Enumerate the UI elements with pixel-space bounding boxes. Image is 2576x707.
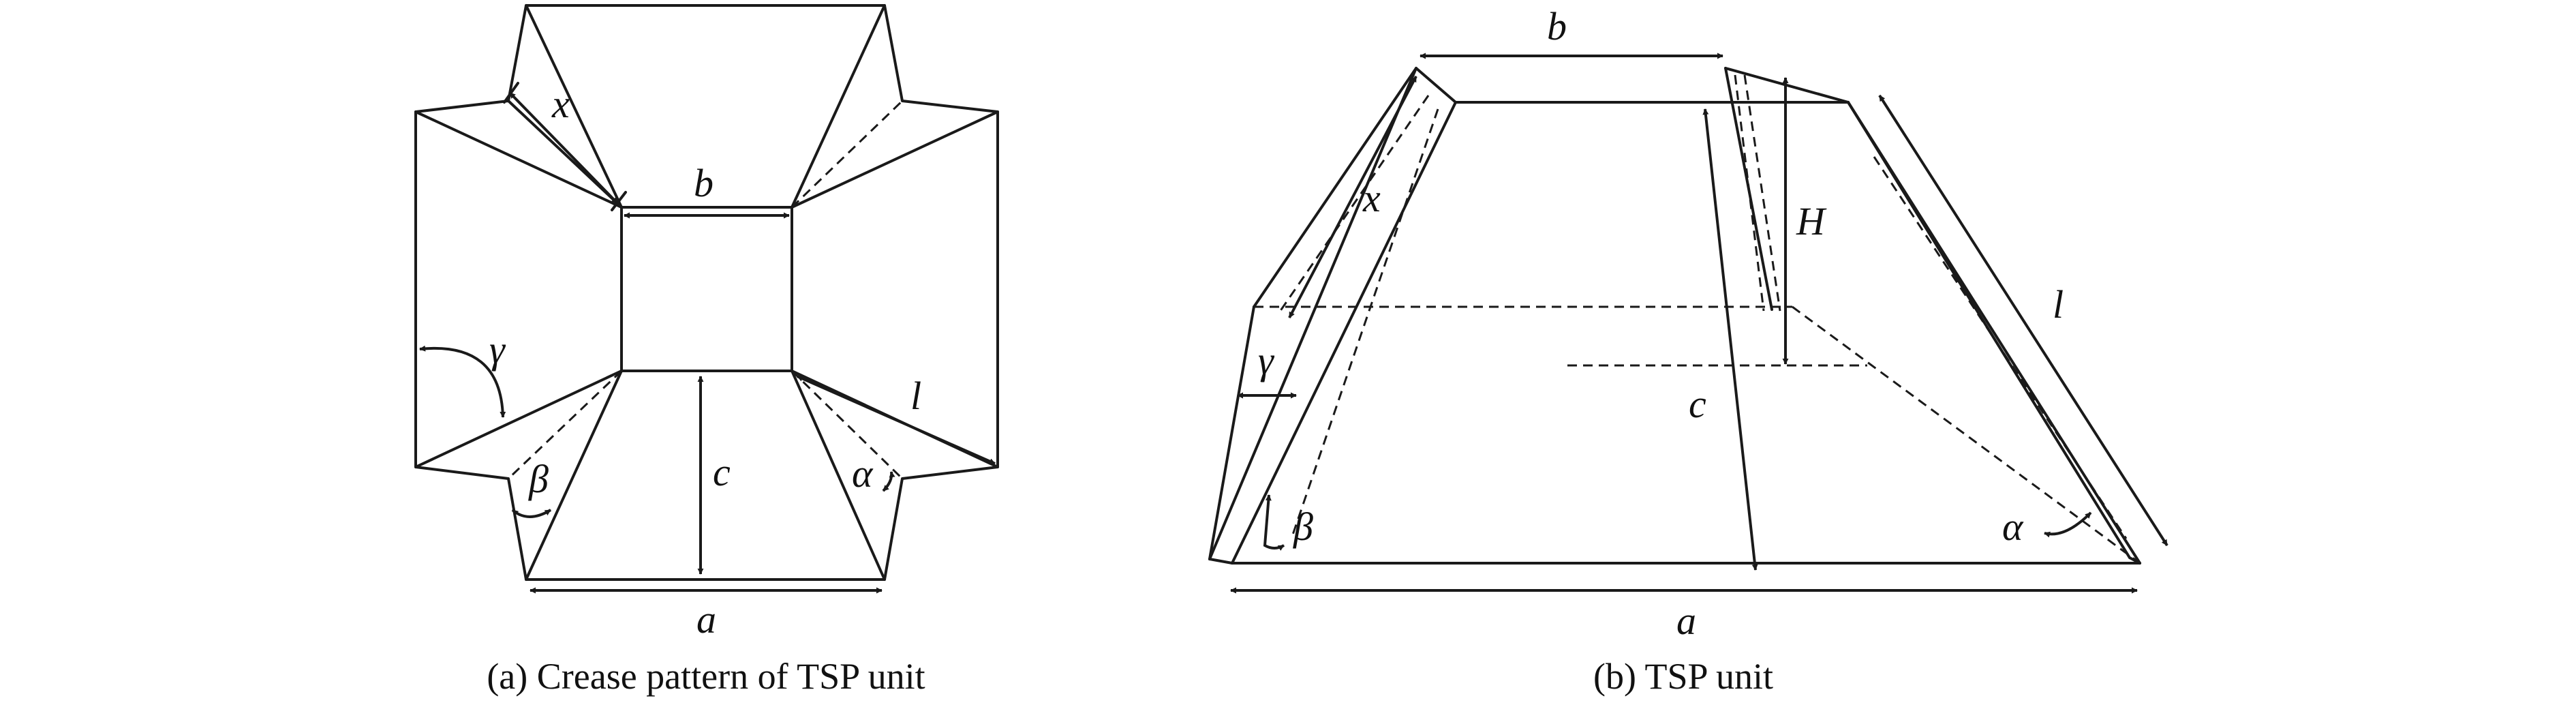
tsp-label-l: l: [2053, 282, 2064, 327]
top-face-square: [620, 206, 793, 372]
tsp-angle-beta-arc: [1263, 494, 1285, 551]
tsp-label-a: a: [1676, 599, 1696, 643]
tsp-dimension-x-arrow: [1288, 76, 1417, 318]
caption-a: (a) Crease pattern of TSP unit: [487, 656, 925, 697]
label-c: c: [713, 450, 731, 494]
dimension-x-tick: [503, 82, 519, 104]
angle-beta-arc: [511, 509, 552, 518]
tsp-dimension-c-arrow: [1702, 108, 1758, 571]
tsp-label-c: c: [1689, 382, 1706, 426]
angle-gamma-arc: [419, 345, 506, 418]
tsp-unit-edges: [1208, 67, 2141, 565]
crease-pattern-outline: [414, 4, 999, 581]
label-gamma: γ: [489, 327, 506, 372]
caption-b: (b) TSP unit: [1593, 656, 1773, 697]
tsp-label-beta: β: [1293, 505, 1313, 549]
label-x: x: [551, 82, 570, 126]
label-alpha: α: [852, 451, 874, 496]
label-l: l: [910, 374, 921, 418]
tsp-label-x: x: [1362, 176, 1381, 220]
tsp-label-H: H: [1796, 199, 1827, 243]
label-b: b: [694, 161, 714, 205]
tsp-angle-alpha-arc: [2044, 511, 2092, 538]
tsp-label-b: b: [1547, 4, 1567, 48]
tsp-unit-hidden-edges: [1254, 74, 2141, 565]
dimension-x-tick-end: [611, 191, 627, 211]
tsp-unit-diagram: b x H l c γ β α a (b) TSP unit: [1208, 4, 2168, 697]
tsp-label-alpha: α: [2002, 505, 2024, 549]
label-a: a: [696, 597, 716, 642]
dimension-l-arrow: [797, 375, 996, 465]
crease-pattern-diagram: x b γ l c β α a (a) Crease pattern of TS…: [414, 4, 999, 697]
dimension-x-arrow: [508, 91, 619, 205]
tsp-dimension-l-arrow: [1878, 94, 2168, 547]
label-beta: β: [528, 457, 549, 501]
tsp-label-gamma: γ: [1258, 338, 1275, 382]
angle-alpha-arc: [882, 471, 895, 492]
crease-lines: [414, 4, 999, 581]
